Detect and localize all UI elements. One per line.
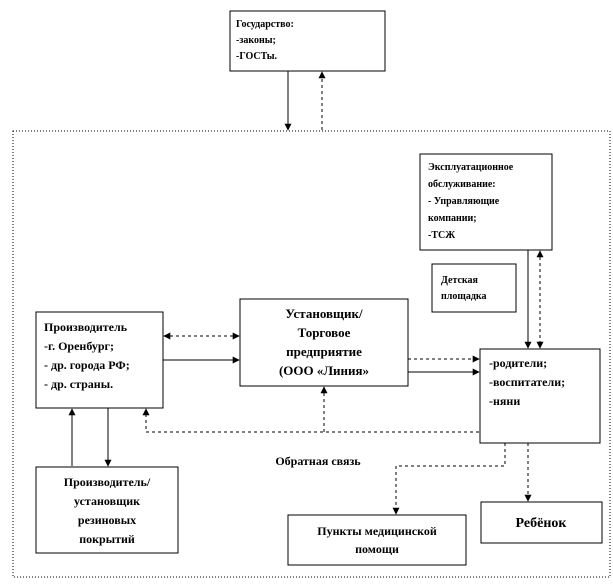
node-maintenance-line: - Управляющие bbox=[428, 196, 500, 207]
node-installer-line: (ООО «Линия» bbox=[279, 363, 369, 378]
node-maintenance-box bbox=[419, 153, 553, 251]
node-medical-line: помощи bbox=[355, 542, 399, 556]
feedback-label: Обратная связь bbox=[275, 454, 361, 468]
node-rubber-line: резиновых bbox=[78, 513, 136, 527]
node-medical-line: Пункты медицинской bbox=[317, 524, 437, 538]
node-parents-box bbox=[479, 348, 601, 444]
node-producer-line: -г. Оренбург; bbox=[44, 339, 114, 353]
system-boundary-frame bbox=[12, 130, 611, 578]
node-state-line: -ГОСТы. bbox=[236, 51, 278, 62]
edge-parents-to-medical bbox=[392, 443, 506, 515]
node-playground: Детская площадка bbox=[431, 263, 517, 313]
node-rubber-line: Производитель/ bbox=[64, 475, 151, 489]
node-parents-line: -няни bbox=[489, 394, 520, 408]
node-state-box bbox=[229, 10, 386, 72]
node-producer: Производитель -г. Оренбург; - др. города… bbox=[35, 311, 164, 409]
node-maintenance-line: обслуживание: bbox=[428, 179, 496, 190]
node-playground-line: Детская bbox=[441, 275, 479, 286]
node-parents-line: -родители; bbox=[489, 356, 547, 370]
node-state: Государство: -законы; -ГОСТы. bbox=[229, 10, 386, 72]
node-child-line: Ребёнок bbox=[516, 516, 568, 531]
edge-feedback-to-producer bbox=[142, 408, 479, 433]
node-maintenance-line: -ТСЖ bbox=[428, 230, 455, 241]
node-playground-box bbox=[431, 263, 517, 313]
node-maintenance-line: Эксплуатационное bbox=[428, 162, 514, 173]
node-parents-line: -воспитатели; bbox=[489, 375, 565, 389]
node-installer: Установщик/ Торговое предприятие (ООО «Л… bbox=[239, 298, 409, 387]
node-installer-box bbox=[239, 298, 409, 387]
node-medical-box bbox=[287, 514, 467, 566]
node-rubber-line: покрытий bbox=[79, 532, 135, 546]
node-maintenance: Эксплуатационное обслуживание: - Управля… bbox=[419, 153, 553, 251]
node-parents: -родители; -воспитатели; -няни bbox=[479, 348, 601, 444]
node-installer-line: Установщик/ bbox=[285, 306, 363, 321]
node-child: Ребёнок bbox=[480, 501, 603, 544]
node-producer-line: - др. города РФ; bbox=[44, 358, 130, 372]
node-state-line: -законы; bbox=[236, 35, 276, 46]
node-medical: Пункты медицинской помощи bbox=[287, 514, 467, 566]
node-producer-line: Производитель bbox=[44, 320, 128, 334]
node-maintenance-line: компании; bbox=[428, 213, 477, 224]
node-child-box bbox=[480, 501, 603, 544]
node-producer-box bbox=[35, 311, 164, 409]
node-producer-line: - др. страны. bbox=[44, 377, 113, 391]
node-playground-line: площадка bbox=[441, 291, 486, 302]
node-state-line: Государство: bbox=[236, 19, 294, 30]
node-installer-line: предприятие bbox=[286, 344, 362, 359]
node-rubber: Производитель/ установщик резиновых покр… bbox=[35, 466, 179, 554]
node-installer-line: Торговое bbox=[298, 325, 351, 340]
node-rubber-line: установщик bbox=[74, 494, 140, 508]
node-rubber-box bbox=[35, 466, 179, 554]
